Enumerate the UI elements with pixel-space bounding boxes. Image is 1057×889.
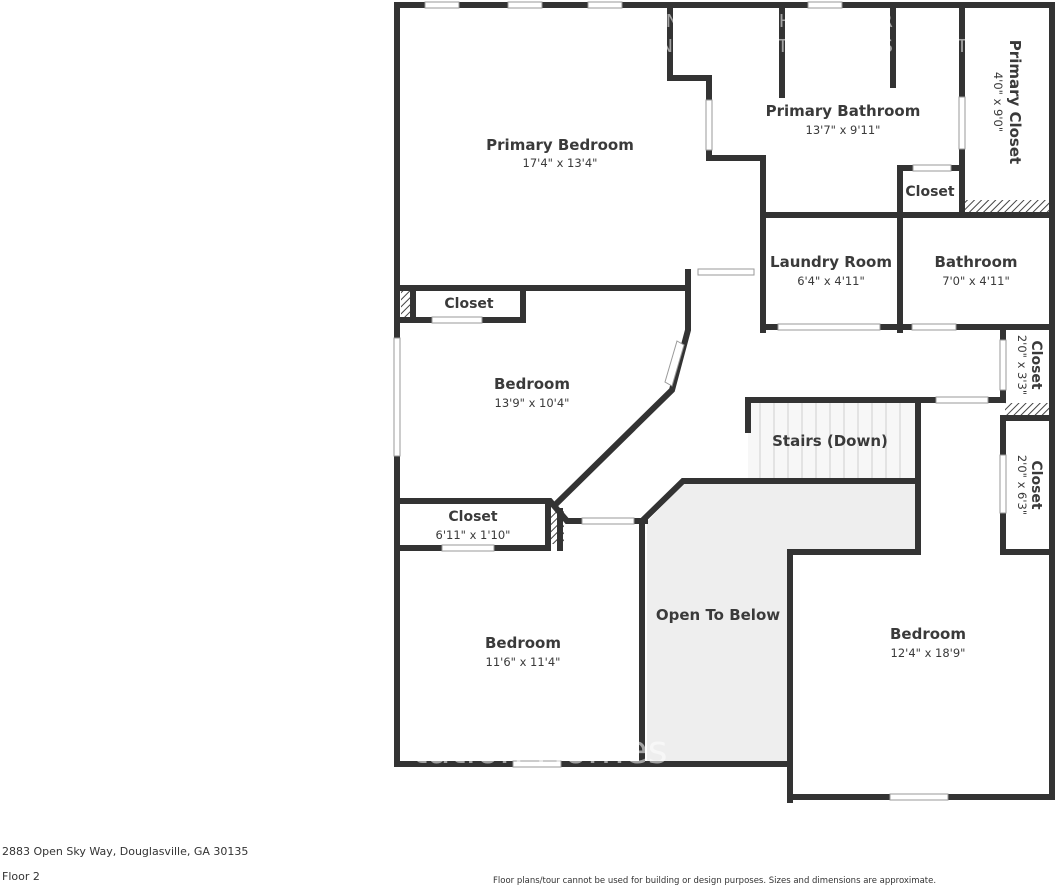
watermark-logo: tation Homes bbox=[412, 728, 667, 772]
bathroom-label: Bathroom bbox=[934, 253, 1017, 271]
bedroom-lower-left-dims: 11'6" x 11'4" bbox=[486, 655, 561, 669]
closet-lower-left-label: Closet bbox=[448, 509, 498, 525]
laundry-room-label: Laundry Room bbox=[770, 253, 892, 271]
primary-bedroom-label: Primary Bedroom bbox=[486, 136, 634, 154]
primary-bathroom-label: Primary Bathroom bbox=[766, 102, 921, 120]
property-address: 2883 Open Sky Way, Douglasville, GA 3013… bbox=[2, 845, 249, 858]
bedroom-lower-right-label: Bedroom bbox=[890, 625, 966, 643]
angled-door-opening bbox=[664, 340, 685, 387]
primary-bathroom-dims: 13'7" x 9'11" bbox=[806, 123, 881, 137]
bedroom-mid-left-label: Bedroom bbox=[494, 375, 570, 393]
stairs-label: Stairs (Down) bbox=[772, 432, 888, 450]
bedroom-mid-left-dims: 13'9" x 10'4" bbox=[495, 396, 570, 410]
closet-hall-upper-dims: 2'0" x 3'3" bbox=[1015, 335, 1029, 395]
closet-hall-upper-label: Closet bbox=[1028, 340, 1044, 390]
floor-label: Floor 2 bbox=[2, 870, 40, 883]
open-to-below-label: Open To Below bbox=[656, 606, 780, 624]
primary-closet-dims: 4'0" x 9'0" bbox=[991, 72, 1005, 132]
stairs-treads bbox=[748, 403, 918, 479]
watermark-line-2: FOR DISPLAY ONLY ON THE INVITATION HOMES… bbox=[471, 36, 979, 57]
openings bbox=[393, 1, 1007, 801]
bathroom-dims: 7'0" x 4'11" bbox=[942, 274, 1010, 288]
closet-lower-left-dims: 6'11" x 1'10" bbox=[436, 528, 511, 542]
primary-bedroom-dims: 17'4" x 13'4" bbox=[523, 156, 598, 170]
closet-upper-left-label: Closet bbox=[444, 296, 494, 312]
disclaimer-text: Floor plans/tour cannot be used for buil… bbox=[493, 876, 937, 886]
watermark-line-1: SYNDICATION OR ANY USE OF THESE FLOOR PL… bbox=[493, 11, 957, 32]
laundry-room-dims: 6'4" x 4'11" bbox=[797, 274, 865, 288]
bedroom-lower-left-label: Bedroom bbox=[485, 634, 561, 652]
closet-primary-bath-label: Closet bbox=[905, 184, 955, 200]
closet-hall-lower-dims: 2'0" x 6'3" bbox=[1015, 455, 1029, 515]
bedroom-lower-right-dims: 12'4" x 18'9" bbox=[891, 646, 966, 660]
closet-hall-lower-label: Closet bbox=[1028, 460, 1044, 510]
primary-closet-label: Primary Closet bbox=[1006, 40, 1024, 164]
open-to-below-area bbox=[647, 484, 918, 762]
